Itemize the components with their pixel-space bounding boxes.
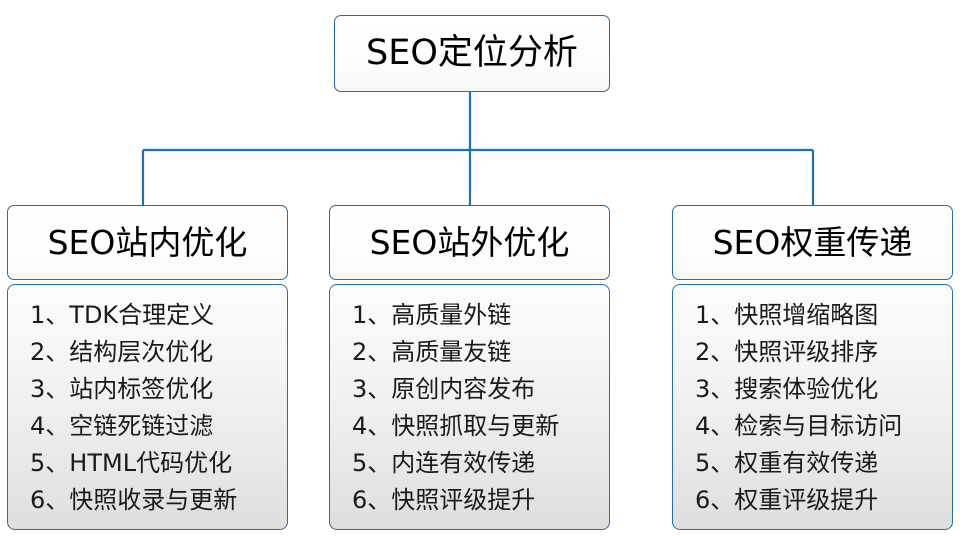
list-item: 3、站内标签优化 [30,371,287,408]
list-item-index: 4、 [695,412,735,440]
list-item: 5、内连有效传递 [352,445,609,482]
list-item-index: 2、 [30,338,70,366]
list-item-text: 搜索体验优化 [734,375,879,403]
list-item: 2、快照评级排序 [695,334,952,371]
list-item-text: 权重有效传递 [734,449,879,477]
list-item-text: 结构层次优化 [69,338,214,366]
list-item-text: 高质量外链 [391,301,512,329]
list-item-index: 2、 [695,338,735,366]
list-item-text: 快照增缩略图 [734,301,879,329]
list-item-text: 原创内容发布 [391,375,536,403]
branch-header-2[interactable]: SEO站外优化 [329,205,610,280]
list-item: 6、快照评级提升 [352,482,609,519]
list-item-index: 5、 [352,449,392,477]
list-item-index: 3、 [30,375,70,403]
branch-body-1: 1、TDK合理定义 2、结构层次优化 3、站内标签优化 4、空链死链过滤 5、H… [7,284,288,530]
list-item-text: 快照收录与更新 [69,486,238,514]
list-item-index: 6、 [352,486,392,514]
list-item: 4、空链死链过滤 [30,408,287,445]
list-item: 3、搜索体验优化 [695,371,952,408]
list-item-index: 3、 [695,375,735,403]
list-item: 1、TDK合理定义 [30,297,287,334]
list-item-text: 站内标签优化 [69,375,214,403]
list-item-index: 1、 [695,301,735,329]
list-item: 6、权重评级提升 [695,482,952,519]
branch-item-list-2: 1、高质量外链 2、高质量友链 3、原创内容发布 4、快照抓取与更新 5、内连有… [330,297,609,519]
branch-item-list-3: 1、快照增缩略图 2、快照评级排序 3、搜索体验优化 4、检索与目标访问 5、权… [673,297,952,519]
list-item-index: 4、 [30,412,70,440]
branch-header-label-2: SEO站外优化 [369,223,570,262]
branch-header-label-3: SEO权重传递 [712,223,913,262]
list-item-text: 检索与目标访问 [734,412,903,440]
root-node[interactable]: SEO定位分析 [334,15,610,92]
branch-body-3: 1、快照增缩略图 2、快照评级排序 3、搜索体验优化 4、检索与目标访问 5、权… [672,284,953,530]
list-item-index: 2、 [352,338,392,366]
list-item-text: TDK合理定义 [69,301,215,329]
branch-header-label-1: SEO站内优化 [47,223,248,262]
list-item: 4、检索与目标访问 [695,408,952,445]
list-item-text: HTML代码优化 [69,449,233,477]
list-item-text: 快照评级提升 [391,486,536,514]
root-node-title: SEO定位分析 [366,33,578,73]
branch-column-1: SEO站内优化 1、TDK合理定义 2、结构层次优化 3、站内标签优化 4、空链… [7,205,288,530]
list-item-index: 1、 [352,301,392,329]
list-item-index: 4、 [352,412,392,440]
list-item: 1、快照增缩略图 [695,297,952,334]
list-item: 2、高质量友链 [352,334,609,371]
list-item-index: 5、 [695,449,735,477]
list-item-text: 高质量友链 [391,338,512,366]
list-item-text: 权重评级提升 [734,486,879,514]
list-item-index: 5、 [30,449,70,477]
list-item: 6、快照收录与更新 [30,482,287,519]
list-item: 1、高质量外链 [352,297,609,334]
branch-item-list-1: 1、TDK合理定义 2、结构层次优化 3、站内标签优化 4、空链死链过滤 5、H… [8,297,287,519]
list-item-index: 6、 [30,486,70,514]
branch-header-1[interactable]: SEO站内优化 [7,205,288,280]
list-item: 3、原创内容发布 [352,371,609,408]
branch-column-2: SEO站外优化 1、高质量外链 2、高质量友链 3、原创内容发布 4、快照抓取与… [329,205,610,530]
list-item-index: 3、 [352,375,392,403]
branch-column-3: SEO权重传递 1、快照增缩略图 2、快照评级排序 3、搜索体验优化 4、检索与… [672,205,953,530]
branch-header-3[interactable]: SEO权重传递 [672,205,953,280]
list-item: 2、结构层次优化 [30,334,287,371]
list-item-text: 快照评级排序 [734,338,879,366]
list-item-text: 内连有效传递 [391,449,536,477]
list-item-index: 1、 [30,301,70,329]
list-item-index: 6、 [695,486,735,514]
list-item: 5、权重有效传递 [695,445,952,482]
list-item-text: 快照抓取与更新 [391,412,560,440]
list-item: 4、快照抓取与更新 [352,408,609,445]
branch-body-2: 1、高质量外链 2、高质量友链 3、原创内容发布 4、快照抓取与更新 5、内连有… [329,284,610,530]
list-item-text: 空链死链过滤 [69,412,214,440]
list-item: 5、HTML代码优化 [30,445,287,482]
